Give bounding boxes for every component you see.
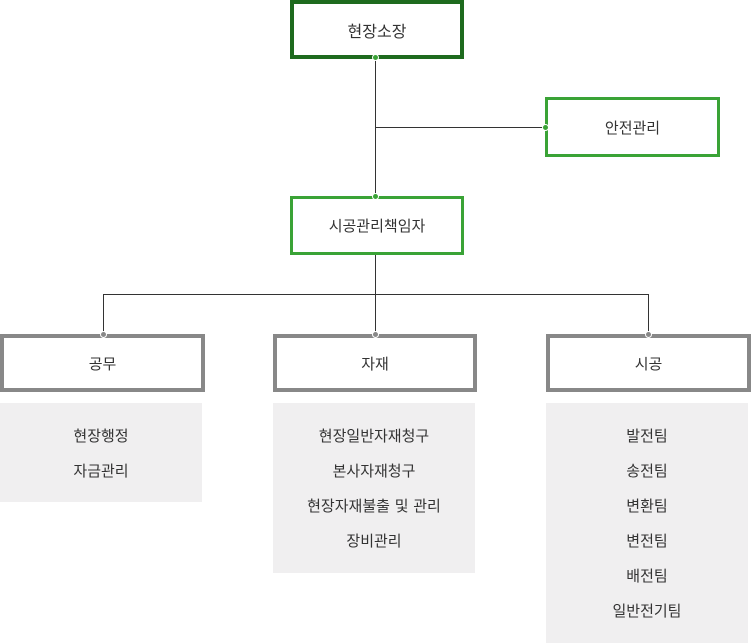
task-item: 변환팀 [626,497,668,515]
task-item: 변전팀 [626,532,668,550]
connector-safety [375,127,546,128]
connector-dot-dept-1 [100,331,107,338]
construction-manager-label: 시공관리책임자 [328,217,426,235]
connector-dot-safety [542,124,549,131]
connector-dot-top-bottom [372,54,379,61]
department-box-construction: 시공 [546,334,751,392]
connector-dept-2 [375,294,376,334]
connector-dept-3 [648,294,649,334]
task-item: 자금관리 [73,462,129,480]
department-box-general-affairs: 공무 [0,334,205,392]
department-label: 공무 [88,354,117,373]
department-box-materials: 자재 [273,334,477,392]
task-item: 본사자재청구 [332,462,416,480]
task-item: 현장행정 [73,427,129,445]
task-panel-materials: 현장일반자재청구 본사자재청구 현장자재불출 및 관리 장비관리 [273,403,475,573]
task-item: 장비관리 [346,532,402,550]
safety-management-box: 안전관리 [545,97,720,157]
task-item: 송전팀 [626,462,668,480]
connector-dot-manager-top [372,193,379,200]
connector-dot-dept-2 [372,331,379,338]
connector-horizontal-bus [103,294,649,295]
task-item: 현장일반자재청구 [318,427,430,445]
task-item: 발전팀 [626,427,668,445]
connector-manager-down [375,254,376,294]
department-label: 자재 [361,354,389,373]
task-item: 일반전기팀 [612,602,682,620]
connector-dept-1 [103,294,104,334]
task-item: 배전팀 [626,567,668,585]
connector-dot-dept-3 [645,331,652,338]
safety-management-label: 안전관리 [604,118,661,137]
site-manager-box: 현장소장 [290,0,464,59]
task-item: 현장자재불출 및 관리 [307,497,441,515]
site-manager-label: 현장소장 [347,21,407,41]
construction-manager-box: 시공관리책임자 [290,196,464,255]
department-label: 시공 [634,354,663,373]
task-panel-general-affairs: 현장행정 자금관리 [0,403,202,502]
task-panel-construction: 발전팀 송전팀 변환팀 변전팀 배전팀 일반전기팀 [546,403,748,643]
connector-top-manager [375,58,376,198]
